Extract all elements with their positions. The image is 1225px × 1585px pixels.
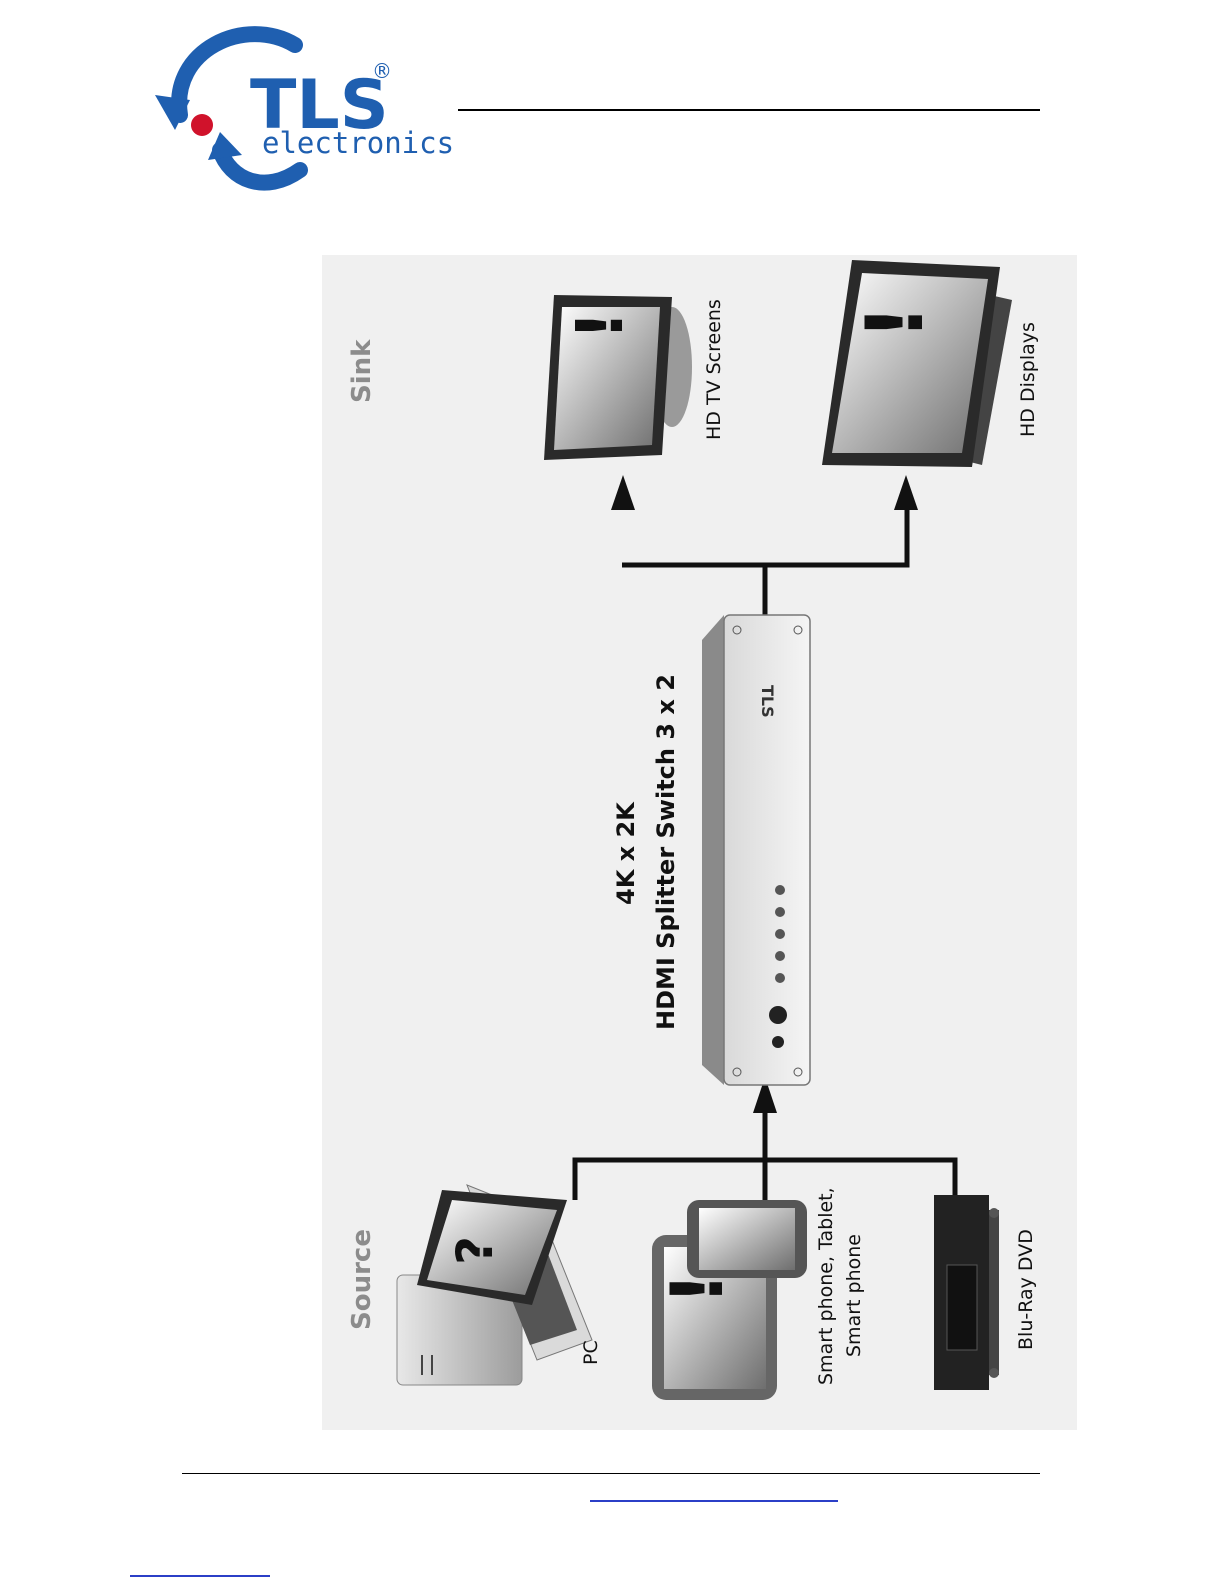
header-rule: [458, 109, 1040, 111]
pc-screen-glyph: ?: [446, 1236, 504, 1265]
device-title-line2: HDMI Splitter Switch 3 x 2: [652, 674, 680, 1030]
footer-link-underline[interactable]: [590, 1500, 838, 1502]
footer-link-underline-2[interactable]: [130, 1575, 270, 1577]
sink-2-screen-glyph: !: [851, 304, 941, 340]
device-logo: TLS: [758, 685, 777, 718]
sink-hd-display: !: [822, 260, 1012, 467]
logo-sub: electronics: [262, 126, 454, 160]
sink-heading: Sink: [347, 339, 377, 403]
logo-reg: ®: [372, 59, 392, 83]
footer-rule: [182, 1473, 1040, 1474]
device-title-line1: 4K x 2K: [612, 801, 640, 905]
source-tablet-label-line1: Smart phone, Tablet,: [815, 1187, 837, 1385]
hdmi-splitter-switch-device: TLS: [702, 615, 810, 1085]
source-pc-label: PC: [580, 1340, 602, 1365]
source-tablet-label-line2: Smart phone: [843, 1234, 865, 1357]
tls-electronics-logo: TLS ® electronics: [150, 20, 455, 200]
connection-diagram: Sink Source TLS 4K x 2K HDMI Splitter Sw…: [322, 255, 1077, 1430]
source-blu-ray-player: [934, 1195, 999, 1390]
source-blu-ray-label: Blu-Ray DVD: [1015, 1229, 1037, 1350]
sink-1-screen-glyph: !: [564, 311, 638, 340]
sink-1-label: HD TV Screens: [703, 299, 725, 440]
source-heading: Source: [347, 1229, 377, 1330]
sink-2-label: HD Displays: [1017, 322, 1039, 437]
